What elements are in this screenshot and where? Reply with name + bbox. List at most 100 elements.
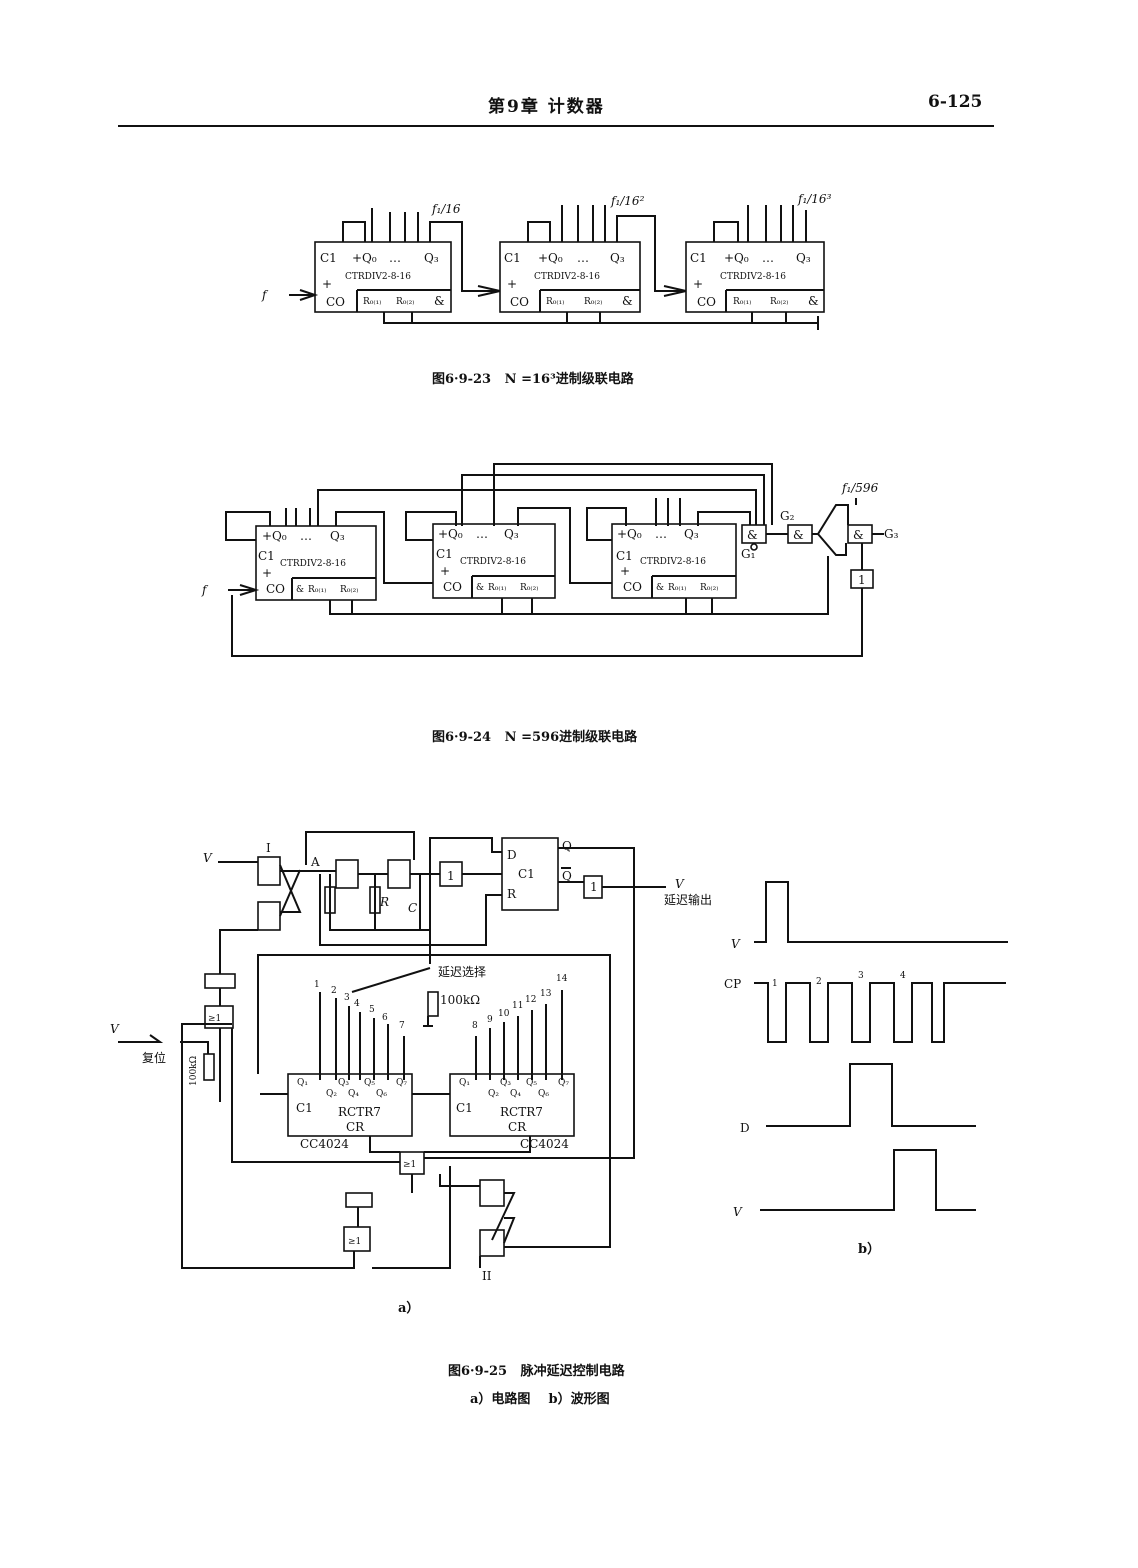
q-last-label: Q₃	[424, 251, 439, 265]
waveforms	[754, 881, 1008, 1211]
tap-number: 14	[556, 974, 568, 984]
dots-label: …	[389, 251, 401, 265]
and-label: &	[656, 583, 664, 593]
q-pin: Q₃	[338, 1078, 349, 1088]
co-label: CO	[623, 580, 642, 594]
output-label: f₁/16³	[797, 192, 832, 206]
counter-body	[314, 241, 452, 313]
chip-label: CC4024	[300, 1137, 349, 1151]
clk-label: C1	[456, 1101, 473, 1115]
tap-number: 7	[399, 1021, 405, 1031]
r1-label: R₀₍₁₎	[488, 583, 506, 593]
q-first-label: +Q₀	[724, 251, 749, 265]
or-symbol: ≥1	[348, 1237, 361, 1247]
ff-qbar-label: Q	[562, 869, 572, 883]
counter-block: +Q₀ … Q₃ C1 CTRDIV2-8-16 + CO & R₀₍₁₎ R₀…	[611, 523, 737, 599]
tap-number: 8	[472, 1021, 478, 1031]
tap-number: 4	[354, 999, 360, 1009]
cp-pulse-label: 2	[816, 977, 822, 987]
not-symbol: 1	[447, 869, 455, 883]
plus-label: +	[620, 564, 630, 578]
figure-6-9-24: +Q₀ … Q₃ C1 CTRDIV2-8-16 + CO & R₀₍₁₎ R₀…	[201, 463, 899, 657]
q-pin: Q₅	[526, 1078, 537, 1088]
and-label: &	[622, 294, 633, 308]
input-label: f	[261, 288, 269, 302]
res-100k-label: 100kΩ	[440, 993, 480, 1007]
cr-label: CR	[346, 1120, 365, 1134]
q-pin: Q₄	[510, 1089, 521, 1099]
input-label: f	[201, 583, 209, 597]
vi-label: V	[203, 851, 213, 865]
co-label: CO	[326, 295, 345, 309]
counter-name: RCTR7	[338, 1105, 381, 1119]
counter-body	[255, 525, 377, 601]
counter-block: C1 +Q₀ … Q₃ CTRDIV2-8-16 + CO R₀₍₁₎ R₀₍₂…	[314, 241, 452, 313]
gate-g2: &	[787, 524, 813, 544]
delay-output-label: 延迟输出	[664, 892, 712, 907]
r1-label: R₀₍₁₎	[668, 583, 686, 593]
q-first-label: +Q₀	[538, 251, 563, 265]
figure-6-9-23-caption: 图6·9-23 N =16³进制级联电路	[432, 372, 634, 387]
and-symbol: &	[747, 528, 758, 542]
node-a-label: A	[310, 855, 320, 869]
and-symbol: &	[793, 528, 804, 542]
q-pin-labels-1: Q₁ Q₂ Q₃ Q₄ Q₅ Q₆ Q₇	[297, 1078, 407, 1099]
not-symbol: 1	[858, 573, 866, 587]
and-label: &	[434, 294, 445, 308]
tap-number: 13	[540, 989, 552, 999]
dots-label: …	[300, 529, 312, 543]
counter-name: CTRDIV2-8-16	[534, 272, 600, 282]
clk-label: C1	[690, 251, 707, 265]
r2-label: R₀₍₂₎	[340, 585, 358, 595]
chapter-title: 第9章 计数器	[488, 97, 605, 117]
q-pin-labels-2: Q₁ Q₂ Q₃ Q₄ Q₅ Q₆ Q₇	[459, 1078, 569, 1099]
r1-label: R₀₍₁₎	[308, 585, 326, 595]
not-symbol: 1	[590, 880, 598, 894]
wiring	[118, 831, 666, 1269]
and-symbol: &	[853, 528, 864, 542]
counter-name: CTRDIV2-8-16	[640, 557, 706, 567]
cp-pulse-label: 1	[772, 979, 778, 989]
wiring	[225, 463, 884, 657]
q-pin: Q₂	[488, 1089, 499, 1099]
g2-label: G₂	[780, 509, 795, 523]
q-first-label: +Q₀	[352, 251, 377, 265]
part-a-label: a）	[398, 1300, 419, 1316]
ff-c1-label: C1	[518, 867, 535, 881]
tap-number: 6	[382, 1013, 388, 1023]
plus-label: +	[693, 277, 703, 291]
q-pin: Q₇	[558, 1078, 569, 1088]
clk-label: C1	[616, 549, 633, 563]
clk-label: C1	[320, 251, 337, 265]
figure-6-9-25-subcaption: a）电路图 b）波形图	[470, 1392, 610, 1407]
counter-body	[611, 523, 737, 599]
and-label: &	[296, 585, 304, 595]
r2-label: R₀₍₂₎	[770, 297, 788, 307]
q-first-label: +Q₀	[262, 529, 287, 543]
q-last-label: Q₃	[330, 529, 345, 543]
dots-label: …	[655, 527, 667, 541]
waveform-d	[766, 1063, 976, 1127]
q-last-label: Q₃	[610, 251, 625, 265]
and-label: &	[808, 294, 819, 308]
figure-6-9-25-caption: 图6·9-25 脉冲延迟控制电路	[448, 1364, 625, 1379]
capacitor-c-label: C	[408, 901, 417, 915]
tap-labels: 1 2 3 4 5 6 7 8 9 10 11 12 13 14	[314, 974, 568, 1031]
resistor-r-label: R	[379, 895, 389, 909]
page-number: 6-125	[928, 92, 983, 112]
signal-vi-label: V	[731, 937, 741, 951]
q-last-label: Q₃	[796, 251, 811, 265]
and-label: &	[476, 583, 484, 593]
signal-cp-label: CP	[724, 977, 741, 991]
r1-label: R₀₍₁₎	[733, 297, 751, 307]
counter-name: CTRDIV2-8-16	[720, 272, 786, 282]
figure-6-9-23: C1 +Q₀ … Q₃ CTRDIV2-8-16 + CO R₀₍₁₎ R₀₍₂…	[261, 192, 832, 330]
ff-q-label: Q	[562, 839, 572, 853]
dots-label: …	[577, 251, 589, 265]
r2-label: R₀₍₂₎	[584, 297, 602, 307]
tap-number: 12	[525, 995, 536, 1005]
reset-label: 复位	[142, 1050, 166, 1065]
cp-pulse-label: 4	[900, 971, 906, 981]
vo-label: V	[675, 877, 685, 891]
r2-label: R₀₍₂₎	[520, 583, 538, 593]
